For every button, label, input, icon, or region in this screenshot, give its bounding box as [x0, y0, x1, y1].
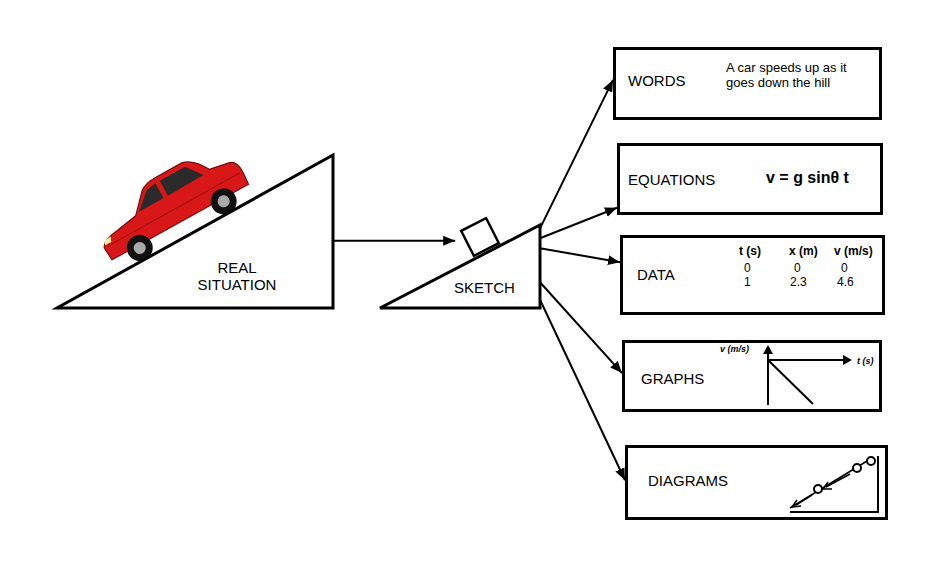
- arrow-connector: [540, 80, 613, 228]
- representation-box: DATAt (s)x (m)v (m/s)0102.304.6: [620, 235, 885, 315]
- box-text: x (m): [789, 245, 818, 259]
- box-heading: WORDS: [628, 72, 686, 89]
- box-text: t (s): [857, 356, 874, 366]
- box-text: A car speeds up as it goes down the hill: [726, 61, 874, 91]
- arrow-connector: [540, 248, 620, 262]
- box-text: 0: [841, 262, 848, 276]
- box-text: 4.6: [837, 276, 854, 290]
- box-text: v (m/s): [720, 344, 749, 354]
- triangle-slope: REAL SITUATION: [57, 155, 333, 308]
- box-text: v (m/s): [834, 245, 873, 259]
- triangle-outline: [57, 155, 333, 308]
- box-text: v = g sinθ t: [766, 169, 849, 187]
- representation-box: EQUATIONS v = g sinθ t: [617, 143, 883, 215]
- box-heading: SKETCH: [454, 279, 515, 296]
- box-text: 0: [744, 262, 751, 276]
- box-text: 2.3: [790, 276, 807, 290]
- representation-box: DIAGRAMS: [625, 445, 888, 520]
- graph-axes: [763, 345, 852, 405]
- box-heading: REAL SITUATION: [182, 259, 292, 294]
- representation-box: WORDS A car speeds up as it goes down the…: [613, 47, 882, 120]
- incline-sketch: [790, 456, 878, 512]
- arrow-connector: [333, 240, 455, 242]
- box-heading: EQUATIONS: [628, 171, 715, 188]
- box-heading: DATA: [637, 266, 675, 283]
- box-text: t (s): [739, 245, 761, 259]
- box-text: 0: [794, 262, 801, 276]
- triangle-slope: SKETCH: [380, 225, 540, 308]
- arrow-connector: [540, 300, 625, 481]
- box-heading: DIAGRAMS: [648, 472, 728, 489]
- representation-box: GRAPHS v (m/s) t (s): [622, 340, 882, 412]
- red-car: [86, 139, 257, 274]
- arrow-connector: [540, 208, 617, 238]
- box-heading: GRAPHS: [641, 370, 704, 387]
- box-text: 1: [744, 276, 751, 290]
